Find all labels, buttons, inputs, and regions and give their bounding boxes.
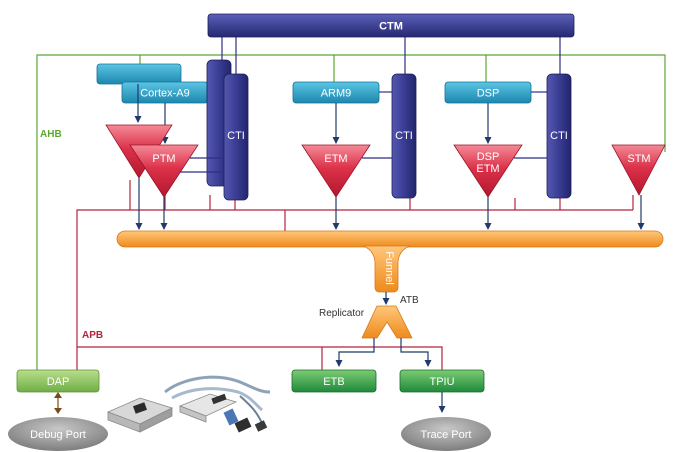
debug-probe-cable-icon: [106, 375, 271, 433]
etm-label: ETM: [324, 153, 347, 165]
dsp-node: DSP: [444, 81, 532, 104]
replicator-label: Replicator: [319, 308, 365, 319]
ahb-label: AHB: [40, 129, 62, 140]
apb-label: APB: [82, 330, 103, 341]
replicator-sink-arrows: [335, 338, 432, 367]
dap-debug-port-arrow: [54, 392, 62, 414]
ctm-label: CTM: [379, 21, 403, 33]
trace-port-node: Trace Port: [401, 417, 491, 451]
stm-node: STM: [611, 144, 666, 196]
dsp-etm-label-line2: ETM: [476, 163, 499, 175]
ptm-cti-links: [180, 157, 224, 173]
cti-3-node: CTI: [546, 73, 572, 199]
atb-label: ATB: [400, 295, 419, 306]
cti-1-label: CTI: [227, 130, 245, 142]
trace-port-label: Trace Port: [421, 429, 472, 441]
trace-bus-arrows: [135, 178, 645, 230]
debug-port-node: Debug Port: [8, 417, 108, 451]
funnel-label: Funnel: [383, 251, 395, 285]
dap-label: DAP: [47, 376, 70, 388]
dsp-etm-label-line1: DSP: [477, 151, 500, 163]
funnel-node: Funnel: [362, 245, 411, 293]
cti-2-label: CTI: [395, 130, 413, 142]
replicator-node: [361, 305, 413, 339]
cortex-a9-shadow-node: [96, 63, 182, 85]
arm9-node: ARM9: [292, 81, 380, 104]
funnel-bus: [116, 230, 664, 248]
apb-bus-lines: [76, 180, 634, 370]
tpiu-label: TPIU: [429, 376, 454, 388]
dsp-etm-node: DSP ETM: [453, 144, 523, 198]
ctm-node: CTM: [207, 13, 575, 38]
cortex-a9-label: Cortex-A9: [140, 88, 190, 100]
debug-port-label: Debug Port: [30, 429, 86, 441]
stm-label: STM: [627, 153, 650, 165]
dsp-label: DSP: [477, 88, 500, 100]
cti-3-label: CTI: [550, 130, 568, 142]
cti-2-node: CTI: [391, 73, 417, 199]
cortex-a9-node: Cortex-A9: [121, 81, 209, 104]
dap-node: DAP: [16, 369, 100, 393]
etb-node: ETB: [291, 369, 377, 393]
arm9-label: ARM9: [321, 88, 352, 100]
ctm-links: [221, 37, 561, 74]
ptm-node: PTM: [129, 144, 199, 198]
ptm-label: PTM: [152, 153, 175, 165]
etb-label: ETB: [323, 376, 344, 388]
etm-node: ETM: [301, 144, 371, 198]
tpiu-node: TPIU: [399, 369, 485, 393]
cti-1-node: CTI: [223, 73, 249, 201]
